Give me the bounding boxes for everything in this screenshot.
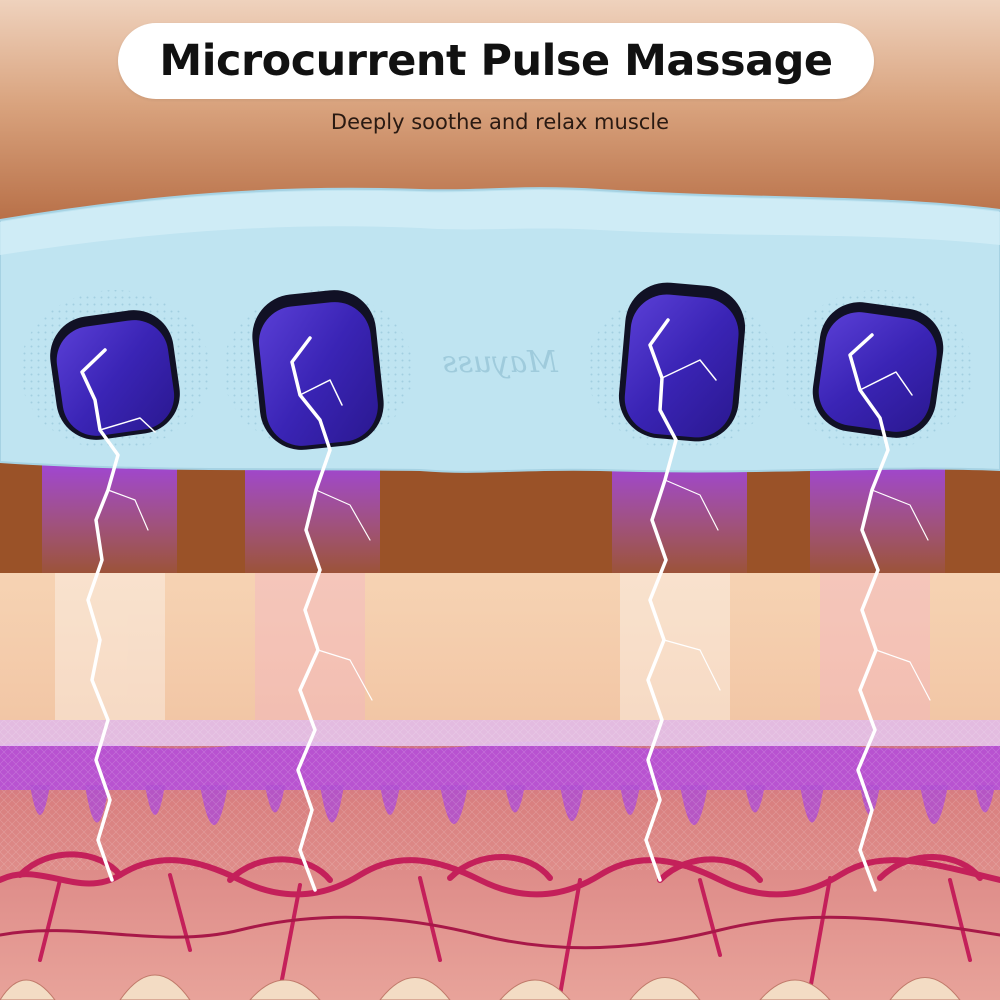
- page-subtitle: Deeply soothe and relax muscle: [330, 110, 670, 134]
- electrode-3: [618, 282, 746, 442]
- electrodes: [50, 282, 944, 450]
- fat-highlights: [55, 573, 930, 723]
- device-logo: Mayuss: [442, 345, 559, 380]
- lightning-bolt-1: [80, 348, 120, 882]
- glow-beams: [42, 455, 945, 585]
- fat-layer: [0, 573, 1000, 723]
- title-pill: Microcurrent Pulse Massage: [118, 23, 874, 99]
- lightning-bolt-4: [848, 333, 890, 892]
- electrode-1: [50, 310, 180, 440]
- electrode-4: [812, 302, 944, 438]
- cell-texture: [0, 720, 1000, 870]
- page-title: Microcurrent Pulse Massage: [159, 36, 833, 86]
- vein-network: [0, 851, 1000, 997]
- lightning-bolts: [80, 318, 931, 892]
- fat-cells-bottom: [0, 974, 961, 1000]
- lightning-bolt-3: [644, 318, 678, 882]
- electrode-2: [252, 290, 384, 450]
- lightning-bolt-2: [290, 336, 332, 892]
